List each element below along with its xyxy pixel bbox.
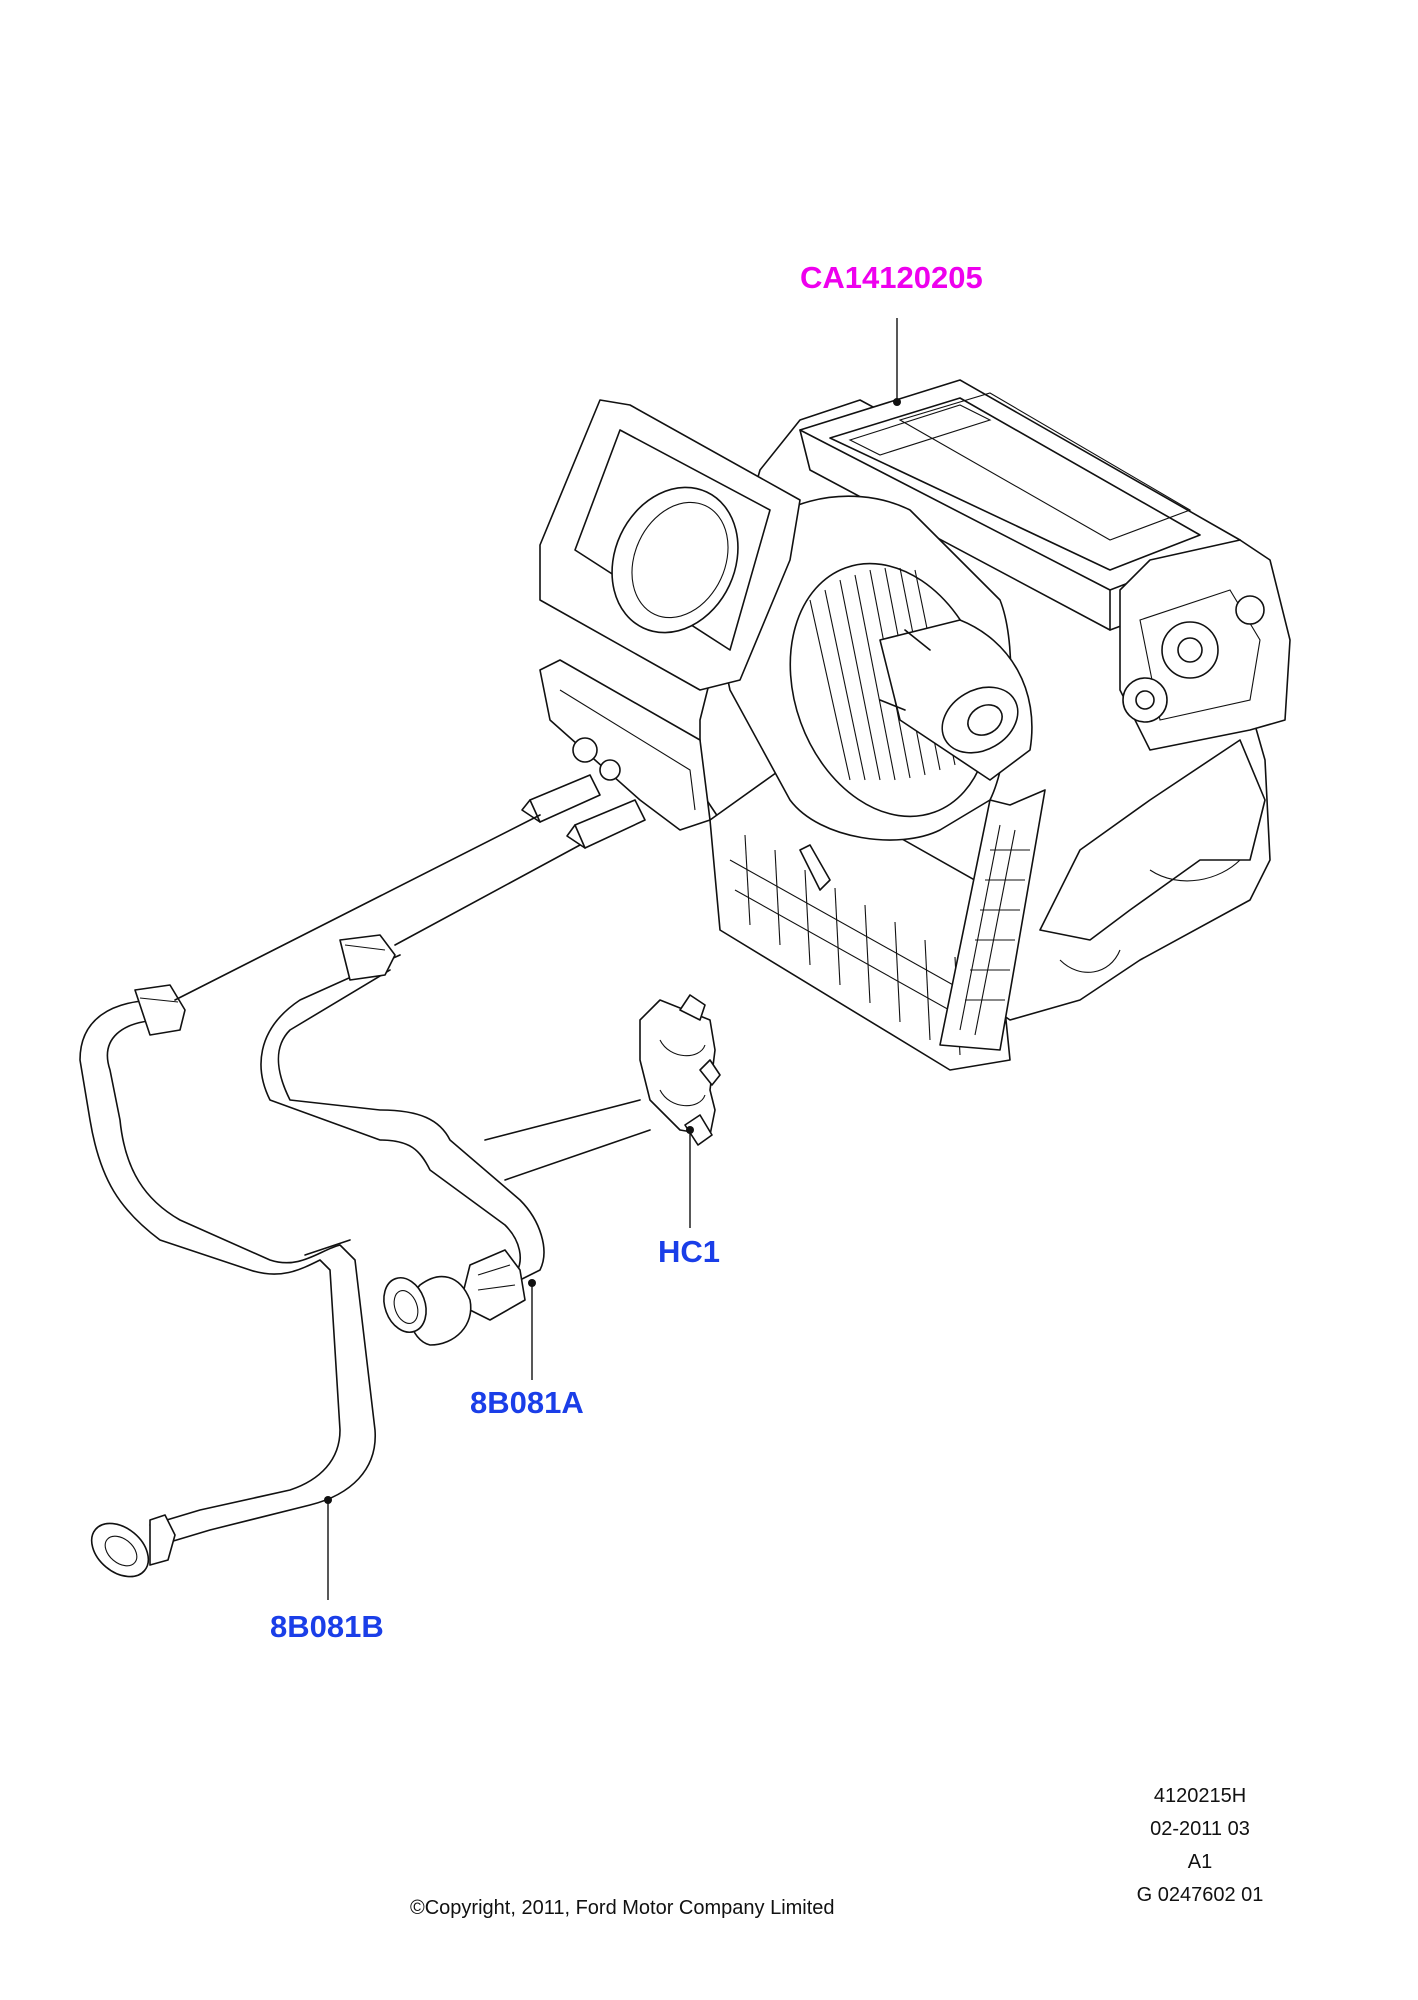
heater-hose-lower-drawing [79, 814, 581, 1578]
reference-code: 4120215H [1153, 1785, 1247, 1807]
date-code: 02-2011 03 [1150, 1818, 1250, 1840]
part-label-heater-hose-lower: 8B081B [270, 1609, 384, 1644]
part-label-heater-blower: CA14120205 [800, 260, 983, 295]
hose-clamp-drawing [639, 994, 721, 1146]
variant-code: A1 [1187, 1851, 1213, 1873]
drawing-info-block: 4120215H 02-2011 03 A1 G 0247602 01 [1100, 1780, 1300, 1912]
copyright-notice: ©Copyright, 2011, Ford Motor Company Lim… [410, 1897, 835, 1919]
part-label-hose-clamp: HC1 [658, 1234, 720, 1269]
leader-lines [324, 318, 901, 1600]
heater-blower-assembly-drawing [521, 379, 1291, 1071]
part-label-heater-hose-upper: 8B081A [470, 1385, 584, 1420]
graphic-id: G 0247602 01 [1136, 1884, 1264, 1906]
heater-hose-upper-drawing [260, 934, 651, 1346]
